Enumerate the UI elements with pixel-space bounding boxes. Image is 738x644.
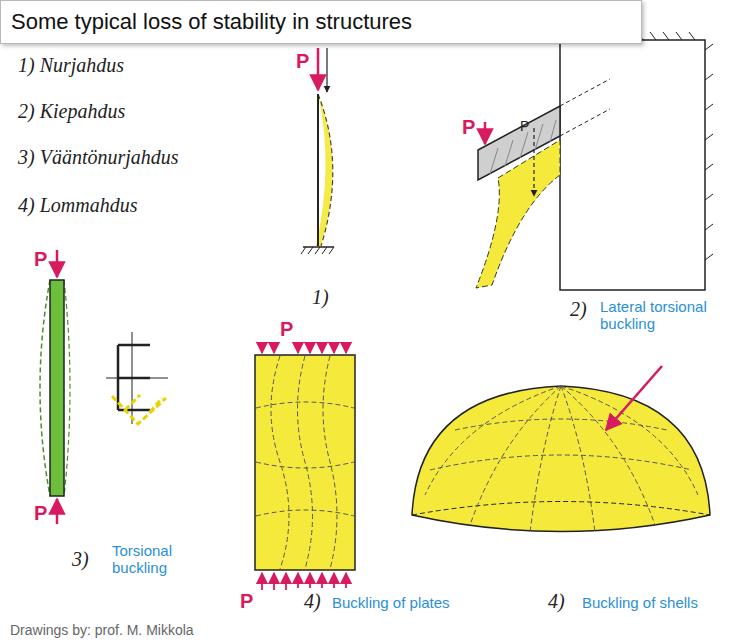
plate-sketch [255,343,355,590]
load-label: P [520,118,529,134]
load-label: P [34,248,47,271]
column-sketch [301,48,334,254]
title-box: Some typical loss of stability in struct… [0,0,642,44]
load-label: P [280,318,293,341]
figure-number: 1) [312,286,329,309]
figure-number: 2) [570,298,587,321]
figure-caption: Buckling of shells [582,594,698,611]
figure-caption: Buckling of plates [332,594,450,611]
figure-number: 3) [72,548,89,571]
list-item: 1) Nurjahdus [18,54,124,77]
figure-number: 4) [304,590,321,613]
credit-caption: Drawings by: prof. M. Mikkola [10,622,194,638]
slide-title: Some typical loss of stability in struct… [11,9,412,35]
torsional-column-sketch [40,250,168,524]
load-label: P [462,116,475,139]
load-label: P [296,50,309,73]
figure-number: 4) [548,590,565,613]
load-label: P [240,590,253,613]
list-item: 3) Vääntönurjahdus [18,146,179,169]
figure-caption: Torsional buckling [112,542,202,577]
list-item: 2) Kiepahdus [18,100,125,123]
list-item: 4) Lommahdus [18,194,137,217]
cantilever-sketch [476,32,713,290]
shell-sketch [412,366,710,533]
load-label: P [34,502,47,525]
figure-caption: Lateral torsional buckling [600,298,725,333]
